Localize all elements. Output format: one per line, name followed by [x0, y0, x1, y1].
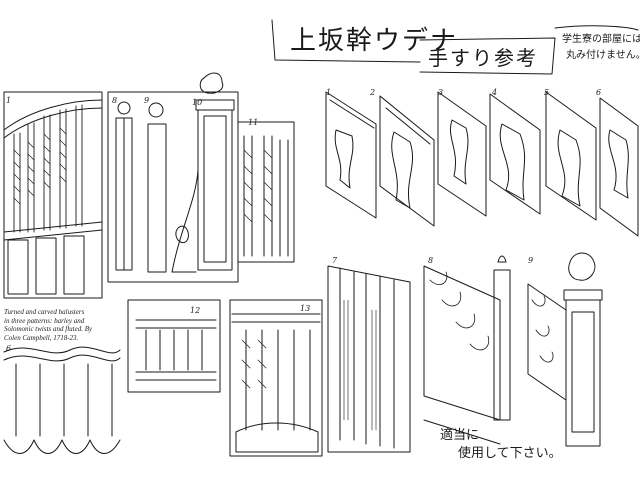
figure-number: 5	[544, 88, 550, 97]
footer-note-line2: 使用して下さい。	[458, 446, 562, 461]
drawing-campbell-balusters	[3, 91, 103, 299]
figure-caption: Turned and carved balusters in three pat…	[4, 308, 122, 342]
drawing-twisted-newel	[237, 121, 295, 263]
figure-number: 7	[332, 256, 338, 265]
figure-number: 3	[438, 88, 444, 97]
figure-number: 6	[596, 88, 602, 97]
figure-number: 9	[528, 256, 534, 265]
figure-number: 11	[248, 118, 259, 127]
figure-number: 9	[144, 96, 150, 105]
side-note-line1: 学生寮の部屋には	[562, 34, 640, 45]
drawing-fretwork-balustrade	[423, 255, 511, 445]
page-subtitle: 手すり参考	[428, 46, 538, 70]
drawing-fluted-balusters	[327, 265, 411, 453]
page-title: 上坂幹ウデナ	[290, 26, 459, 56]
drawing-carved-newel	[527, 252, 603, 447]
footer-note-line1: 適当に	[440, 428, 480, 443]
figure-number: 8	[112, 96, 118, 105]
figure-number: 1	[326, 88, 332, 97]
header-frame	[271, 19, 639, 75]
caption-line: Solomonic twists and fluted. By	[4, 325, 93, 333]
figure-number: 13	[300, 304, 311, 313]
drawing-short-balustrade	[127, 299, 221, 393]
drawing-twisted-balusters	[229, 299, 323, 457]
figure-number: 6	[6, 344, 12, 353]
figure-number: 8	[428, 256, 434, 265]
figure-number: 12	[190, 306, 201, 315]
side-note-line2: 丸み付けません。	[566, 50, 640, 61]
drawing-handrail-row	[325, 91, 639, 237]
figure-number: 4	[492, 88, 498, 97]
caption-line: in three patterns: barley and	[4, 316, 85, 325]
figure-number: 2	[370, 88, 376, 97]
drawing-newel-posts	[107, 72, 239, 283]
drawing-curved-rail	[3, 346, 121, 454]
caption-line: Turned and carved balusters	[4, 308, 85, 316]
caption-line: Colen Campbell, 1718-23.	[4, 333, 79, 342]
figure-number: 10	[192, 98, 203, 107]
figure-number: 1	[6, 96, 12, 105]
